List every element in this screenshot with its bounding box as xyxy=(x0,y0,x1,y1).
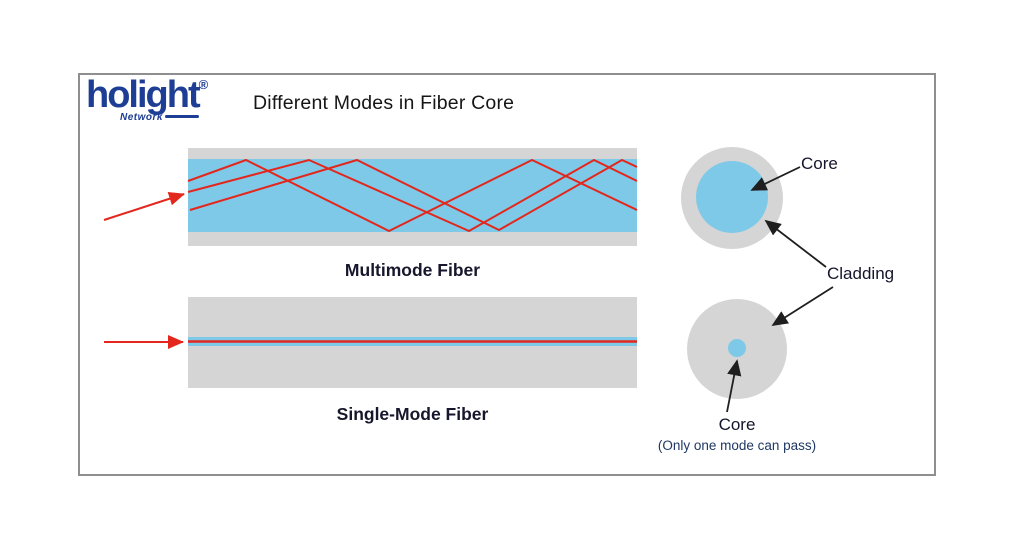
singlemode-core-label: Core xyxy=(718,415,756,434)
light-ray-3 xyxy=(189,158,638,232)
holight-logo: holight® Network xyxy=(86,76,208,123)
singlemode-core-note: (Only one mode can pass) xyxy=(657,438,817,453)
singlemode-cross-core-dot xyxy=(728,339,746,357)
singlemode-fiber-label: Single-Mode Fiber xyxy=(336,404,489,424)
core-top-pointer-arrow-icon xyxy=(750,166,801,191)
multimode-core-rect xyxy=(188,159,637,232)
registered-trademark-icon: ® xyxy=(198,77,209,92)
core-bottom-pointer-arrow-icon xyxy=(726,359,742,413)
logo-swoosh-icon xyxy=(164,115,199,118)
logo-brand-text: holight xyxy=(86,74,201,116)
diagram-frame xyxy=(78,73,936,476)
cladding-top-pointer-arrow-icon xyxy=(764,219,827,268)
logo-tagline: Network xyxy=(120,112,208,123)
logo-tagline-text: Network xyxy=(120,112,163,123)
multimode-fiber-label: Multimode Fiber xyxy=(344,260,481,280)
multimode-core-label: Core xyxy=(801,154,838,173)
page-title: Different Modes in Fiber Core xyxy=(253,92,515,114)
cladding-bottom-pointer-arrow-icon xyxy=(771,286,834,326)
multimode-cross-core-circle xyxy=(696,161,768,233)
multimode-input-arrow-icon xyxy=(103,191,185,221)
cladding-label: Cladding xyxy=(827,264,895,283)
light-ray-1 xyxy=(187,158,638,233)
